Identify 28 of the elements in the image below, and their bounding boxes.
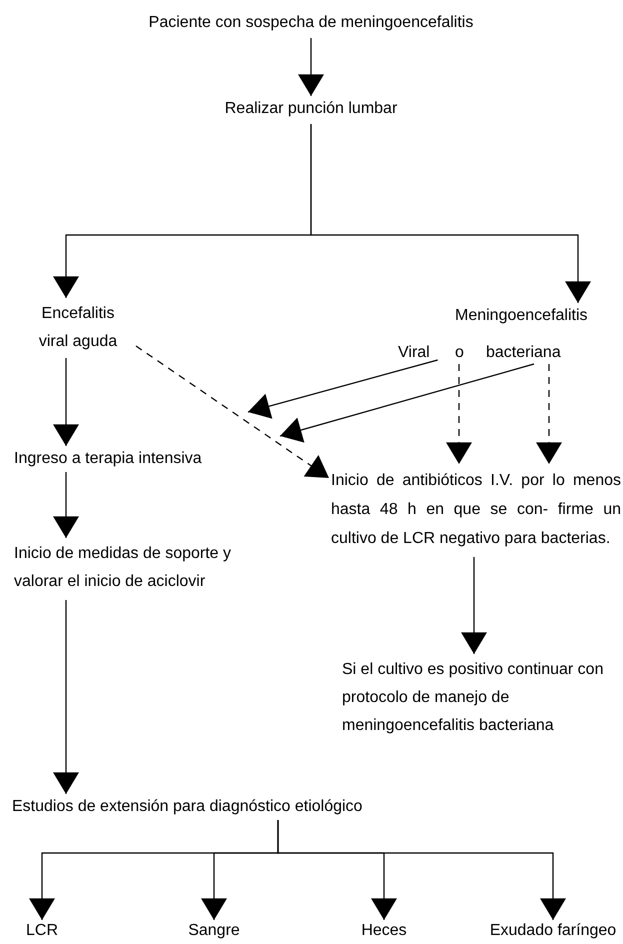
flow-step-text: Heces bbox=[361, 920, 407, 942]
dashed-arrow bbox=[136, 346, 330, 478]
flow-step-text: Paciente con sospecha de meningoencefalitis bbox=[148, 12, 474, 34]
arrow bbox=[461, 557, 487, 654]
flow-step-text: Inicio de medidas de soporte y valorar el inicio de aciclovir bbox=[14, 540, 264, 596]
arrow bbox=[310, 124, 591, 303]
flow-step-text: o bbox=[455, 342, 464, 364]
flow-step-text: Encefalitis viral aguda bbox=[28, 300, 128, 356]
arrow bbox=[53, 358, 79, 446]
flow-step-text: bacteriana bbox=[486, 342, 561, 364]
arrow bbox=[280, 363, 534, 443]
flow-step-text: Sangre bbox=[188, 920, 240, 942]
arrow bbox=[248, 359, 438, 419]
flow-step-text: Meningoencefalitis bbox=[455, 305, 588, 327]
arrow bbox=[277, 820, 566, 920]
flow-step-text: Estudios de extensión para diagnóstico etiológico bbox=[12, 796, 362, 818]
flow-step-text: Si el cultivo es positivo continuar con protocolo de manejo de meningoencefalitis bacteriana bbox=[342, 656, 622, 740]
arrow bbox=[298, 38, 324, 96]
flow-step-text: Ingreso a terapia intensiva bbox=[14, 448, 202, 470]
flow-step-text: Realizar punción lumbar bbox=[224, 98, 398, 120]
flow-step-text: Exudado faríngeo bbox=[490, 920, 616, 942]
dashed-arrow bbox=[536, 364, 562, 464]
dashed-arrow bbox=[446, 364, 472, 464]
arrow bbox=[53, 472, 79, 538]
flow-step-text: Inicio de antibióticos I.V. por lo menos hasta 48 h en que se con- firme un cultivo de LCR negativo para bacterias. bbox=[331, 466, 621, 553]
flow-step-text: Viral bbox=[398, 342, 430, 364]
arrow bbox=[53, 600, 79, 794]
flow-step-text: LCR bbox=[26, 920, 58, 942]
